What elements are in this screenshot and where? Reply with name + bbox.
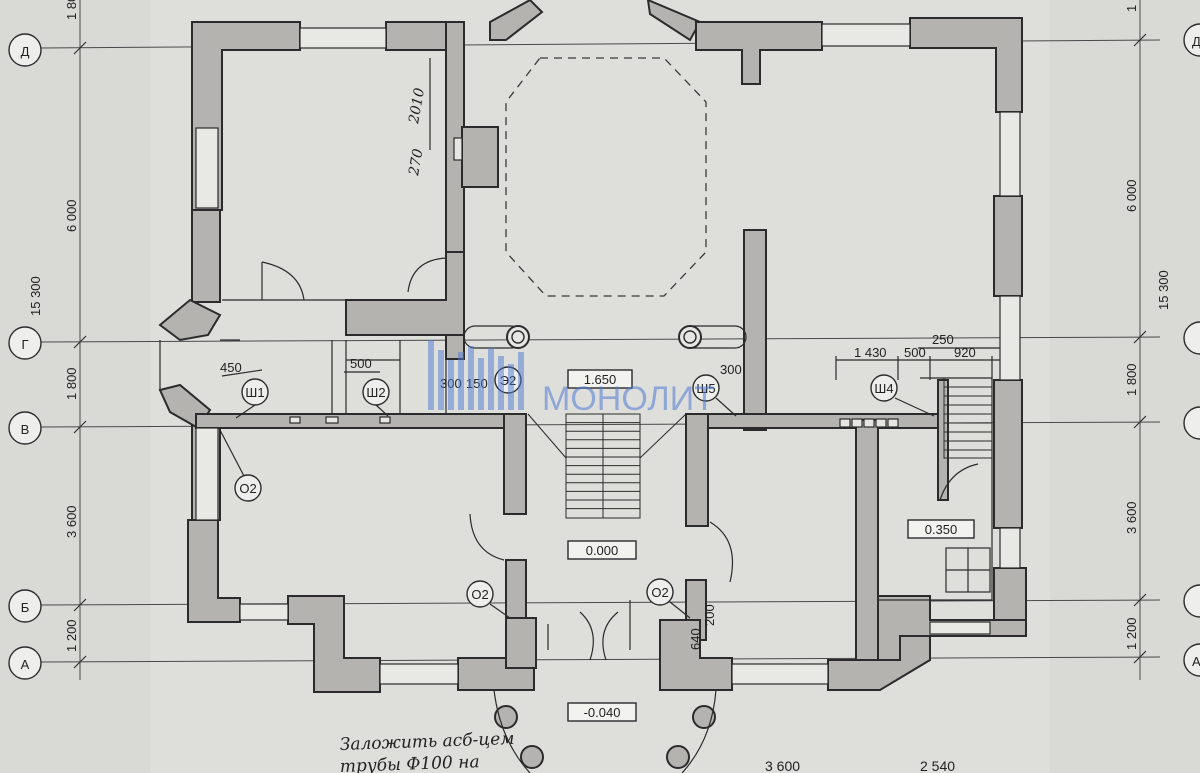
shaft-label: Ш1 xyxy=(245,385,264,400)
marker-label: О2 xyxy=(471,587,488,602)
dim-text: 450 xyxy=(220,360,242,375)
dim-text: 3 600 xyxy=(1124,501,1139,534)
axis-label: А xyxy=(21,657,30,672)
shaft-sh5: Ш5 xyxy=(692,374,720,402)
dim-text: 15 300 xyxy=(28,276,43,316)
dim-text: 500 xyxy=(350,356,372,371)
shaft-label: Ш5 xyxy=(696,381,715,396)
dim-text: 1 200 xyxy=(1124,617,1139,650)
dim-text: 250 xyxy=(932,332,954,347)
dim-text: 3 600 xyxy=(765,758,800,773)
dim-text: 1 200 xyxy=(64,619,79,652)
axis-label: Д xyxy=(21,44,30,59)
marker-o2-3: О2 xyxy=(646,578,674,606)
level-text: 0.000 xyxy=(586,543,619,558)
level-1650: 1.650 xyxy=(567,369,633,389)
axis-labels-left: Д Г В Б А xyxy=(8,33,42,680)
bottom-dims: 3 600 2 540 xyxy=(765,758,955,773)
watermark: МОНОЛИТ xyxy=(428,340,715,418)
dim-text: 1 800 xyxy=(1124,363,1139,396)
level-text: -0.040 xyxy=(584,705,621,720)
dim-text: 1 80 xyxy=(64,0,79,20)
level-0000: 0.000 xyxy=(567,540,637,560)
axis-marker-v: В xyxy=(8,411,42,445)
level-marks: 1.650 0.000 -0.040 0.350 xyxy=(567,369,975,722)
level-text: 0.350 xyxy=(925,522,958,537)
marker-o2-2: О2 xyxy=(466,580,494,608)
level-text: 1.650 xyxy=(584,372,617,387)
axis-labels-right: Д А xyxy=(1183,23,1200,677)
columns xyxy=(463,325,991,773)
marker-o2-1: О2 xyxy=(234,474,262,502)
dim-text: 1 800 xyxy=(64,367,79,400)
dims-left: 1 80 6 000 15 300 1 800 3 600 1 200 xyxy=(28,0,79,652)
dim-text: 1 430 xyxy=(854,345,887,360)
note-line: трубы Ф100 на xyxy=(339,752,479,773)
dim-text: 6 000 xyxy=(64,199,79,232)
axis-label: Д xyxy=(1192,34,1200,49)
duct-details xyxy=(289,137,899,428)
axis-marker-a: А xyxy=(8,646,42,680)
axis-marker-d: Д xyxy=(8,33,42,67)
dim-text: 6 000 xyxy=(1124,179,1139,212)
axis-label: Б xyxy=(21,600,30,615)
dim-text: 270 xyxy=(406,148,427,178)
axis-label: В xyxy=(21,422,30,437)
dim-chain-top: 1 430 500 920 250 xyxy=(835,332,1000,380)
marker-label: О2 xyxy=(239,481,256,496)
level-minus-0040: -0.040 xyxy=(567,702,637,722)
dim-ticks xyxy=(73,33,1147,669)
axis-label: Г xyxy=(21,337,28,352)
shaft-sh1: Ш1 xyxy=(241,378,269,406)
axis-marker-g: Г xyxy=(8,326,42,360)
dim-text: 500 xyxy=(904,345,926,360)
dims-right: 1 6 000 15 300 1 800 3 600 1 200 xyxy=(1124,5,1171,650)
windows xyxy=(195,23,1021,685)
level-0350: 0.350 xyxy=(907,519,975,539)
dim-text: 640 xyxy=(688,628,703,650)
shaft-label: Ш2 xyxy=(366,385,385,400)
dim-text: 300 xyxy=(720,362,742,377)
shaft-label: Ш4 xyxy=(874,381,893,396)
dim-text: 920 xyxy=(954,345,976,360)
axis-label: А xyxy=(1192,654,1200,669)
watermark-text: МОНОЛИТ xyxy=(542,380,715,418)
shaft-markers: Ш1 Ш2 Ш5 Ш4 xyxy=(235,374,935,419)
atrium-outline xyxy=(505,57,707,297)
entrance-door xyxy=(547,600,631,661)
shaft-sh2: Ш2 xyxy=(362,378,390,406)
stairs xyxy=(527,377,993,519)
marker-label: О2 xyxy=(651,585,668,600)
dim-text: 200 xyxy=(702,604,717,626)
dim-text: 3 600 xyxy=(64,505,79,538)
dim-text: 1 xyxy=(1124,5,1139,12)
dim-text: 15 300 xyxy=(1156,270,1171,310)
dim-text: 2010 xyxy=(406,87,428,126)
shaft-sh4: Ш4 xyxy=(870,374,898,402)
dim-text: 2 540 xyxy=(920,758,955,773)
axis-marker-b: Б xyxy=(8,589,42,623)
